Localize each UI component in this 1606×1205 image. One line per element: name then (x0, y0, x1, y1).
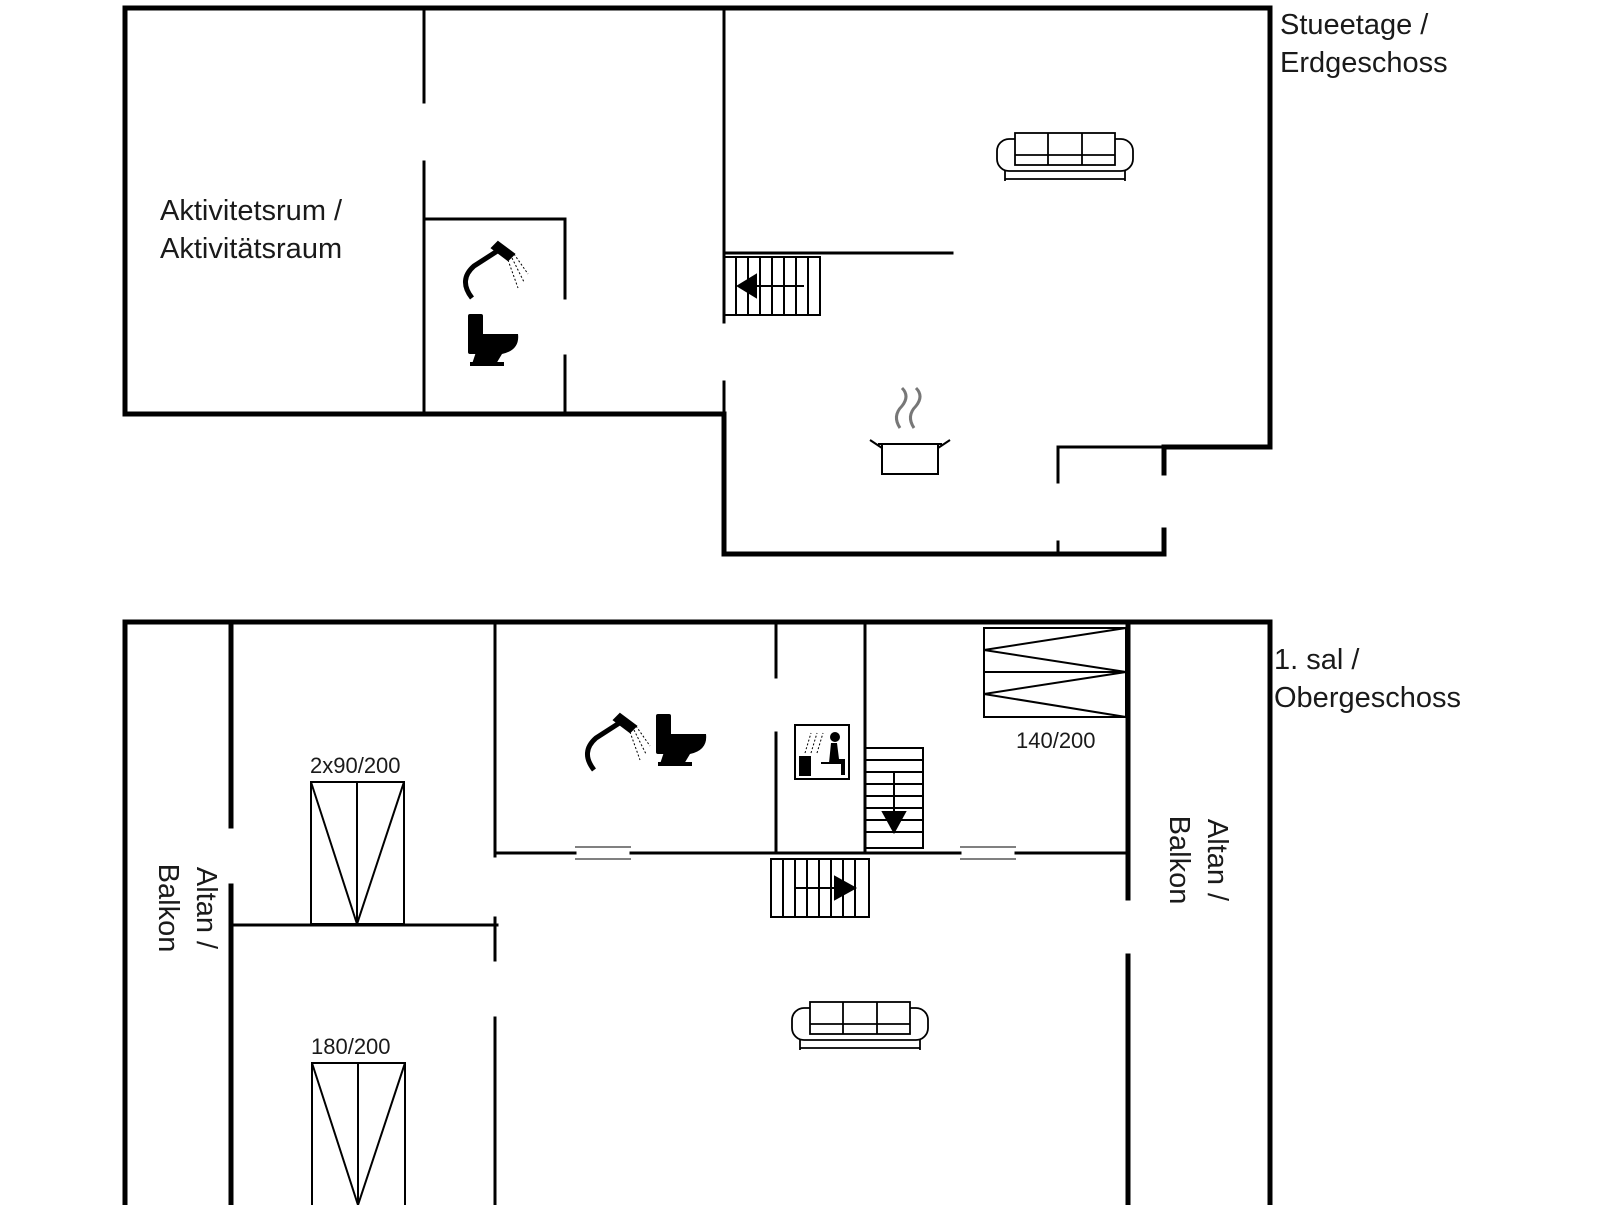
upper-floor-label: 1. sal / Obergeschoss (1274, 641, 1461, 717)
stairs-icon (864, 747, 924, 849)
upper-floor-walls (122, 619, 1273, 1205)
ground-floor-walls (122, 5, 1273, 557)
stairs-icon (723, 256, 821, 316)
toilet-icon (468, 314, 519, 366)
balcony-right-label-line1: Altan / (1201, 818, 1233, 902)
bed-icon (311, 1062, 406, 1205)
shower-icon (463, 240, 529, 300)
upper-floor-label-line1: 1. sal / (1274, 644, 1360, 676)
balcony-left-label: Altan / Balkon (149, 838, 225, 978)
balcony-right-label-line2: Balkon (1163, 815, 1195, 905)
ground-floor-label: Stueetage / Erdgeschoss (1280, 6, 1448, 82)
bed-icon (983, 627, 1127, 718)
balcony-left-label-line1: Altan / (190, 866, 222, 950)
activity-room-label: Aktivitetsrum / Aktivitätsraum (160, 192, 342, 268)
cooking-pot-icon (869, 386, 951, 475)
bed-size-140-label: 140/200 (1016, 728, 1096, 753)
window-markers (575, 846, 1016, 860)
sauna-icon (794, 724, 850, 780)
balcony-left-label-line2: Balkon (152, 863, 184, 953)
activity-room-label-line2: Aktivitätsraum (160, 233, 343, 265)
shower-icon (585, 712, 651, 772)
bed-size-twin-label: 2x90/200 (310, 753, 401, 778)
ground-floor-label-line2: Erdgeschoss (1280, 47, 1448, 79)
ground-floor-label-line1: Stueetage / (1280, 9, 1429, 41)
bed-size-double-label: 180/200 (311, 1034, 391, 1059)
sofa-icon (791, 1001, 929, 1050)
upper-floor-label-line2: Obergeschoss (1274, 682, 1461, 714)
bed-icon (310, 781, 405, 925)
stairs-icon (770, 858, 870, 918)
balcony-right-label: Altan / Balkon (1160, 790, 1236, 930)
toilet-icon (656, 714, 707, 766)
sofa-icon (996, 132, 1134, 181)
activity-room-label-line1: Aktivitetsrum / (160, 195, 343, 227)
